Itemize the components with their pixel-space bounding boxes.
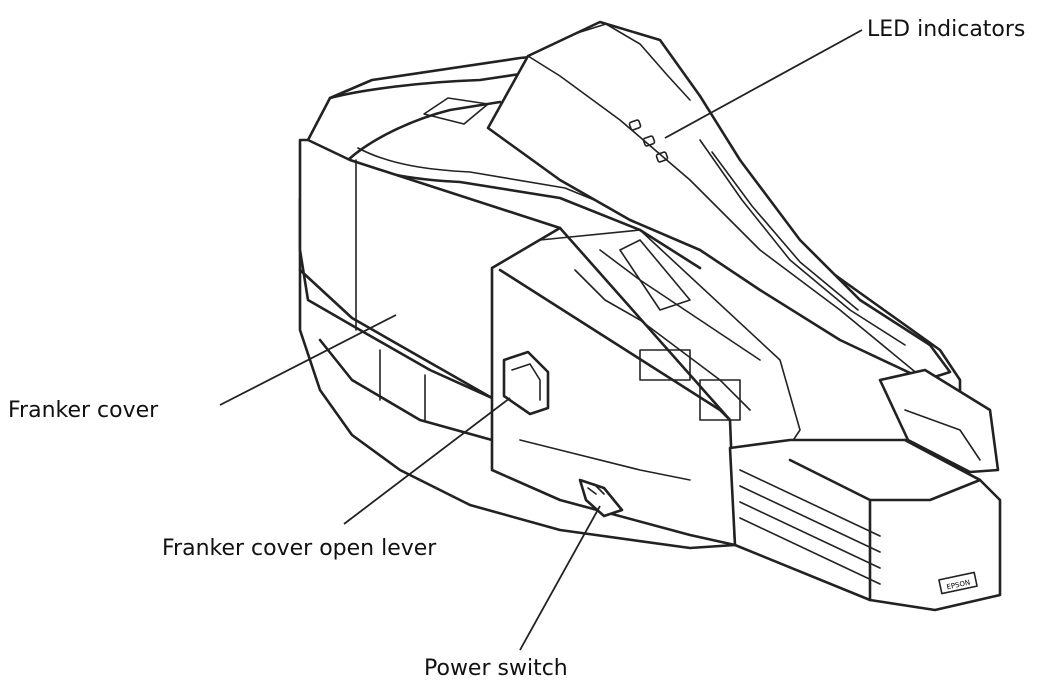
label-led-indicators: LED indicators [867,17,1026,42]
leader-power-switch [519,505,601,651]
top-rim [328,72,522,100]
fin-groove [699,139,906,346]
rim-curve-inner [357,147,649,223]
led-indicators [628,119,669,163]
tray-lip [788,438,982,502]
franker-cover-open-lever [502,350,550,416]
internal-slot-2 [699,379,741,421]
tray-rib-1 [739,469,881,537]
output-tray [728,438,1002,612]
internal-ramp [619,239,691,311]
lower-skirt [318,338,494,442]
top-rim-inner [346,100,502,162]
panel-top-edge [498,268,732,422]
fin-edge [527,55,926,381]
rear-pocket [878,368,1000,474]
tray-rib-4 [739,517,881,585]
tray-rib-3 [739,501,881,569]
tray-rib-2 [739,485,881,553]
internal-guide-1 [574,269,751,411]
franker-cover-base [298,268,494,400]
lower-skirt-line [379,349,426,421]
internal-guide-2 [599,249,761,361]
label-franker-cover-open-lever: Franker cover open lever [162,536,437,561]
leader-franker-cover-open-lever [343,397,511,525]
power-switch [578,478,624,518]
bottom-recess [519,439,691,481]
label-power-switch: Power switch [424,656,568,681]
leader-franker-cover [219,314,397,406]
leader-led-indicators [664,29,863,139]
label-franker-cover: Franker cover [8,398,159,423]
top-slot [423,97,489,125]
brand-plate: EPSON [938,571,978,595]
rear-pocket-inner [904,409,981,461]
fin-groove-2 [711,151,859,311]
fin-top-cap [573,23,691,101]
front-side-panel [490,226,737,547]
internal-slot [639,349,691,381]
